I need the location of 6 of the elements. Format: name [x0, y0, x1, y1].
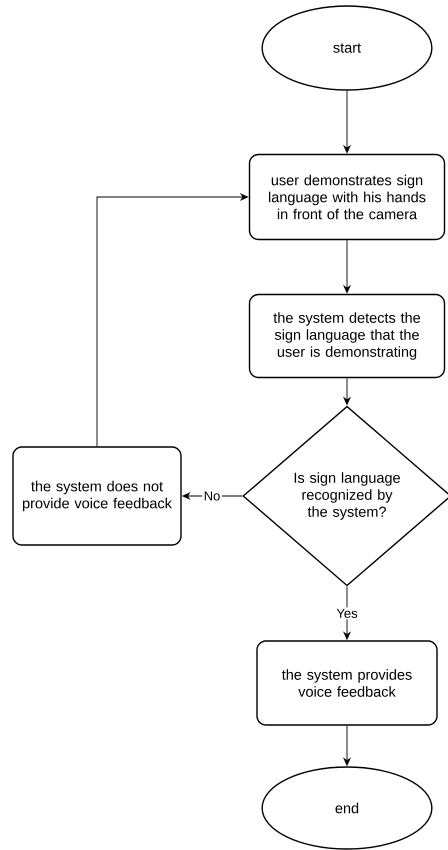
edge-label: Yes [334, 607, 360, 620]
process-box: the system does not provide voice feedback [12, 446, 182, 546]
edge-label: No [202, 490, 222, 502]
process-box: the system detects the sign language that the user is demonstrating [248, 294, 446, 378]
process-box: the system provides voice feedback [256, 640, 438, 726]
process-box: user demonstrates sign language with his hands in front of the camera [248, 154, 446, 240]
